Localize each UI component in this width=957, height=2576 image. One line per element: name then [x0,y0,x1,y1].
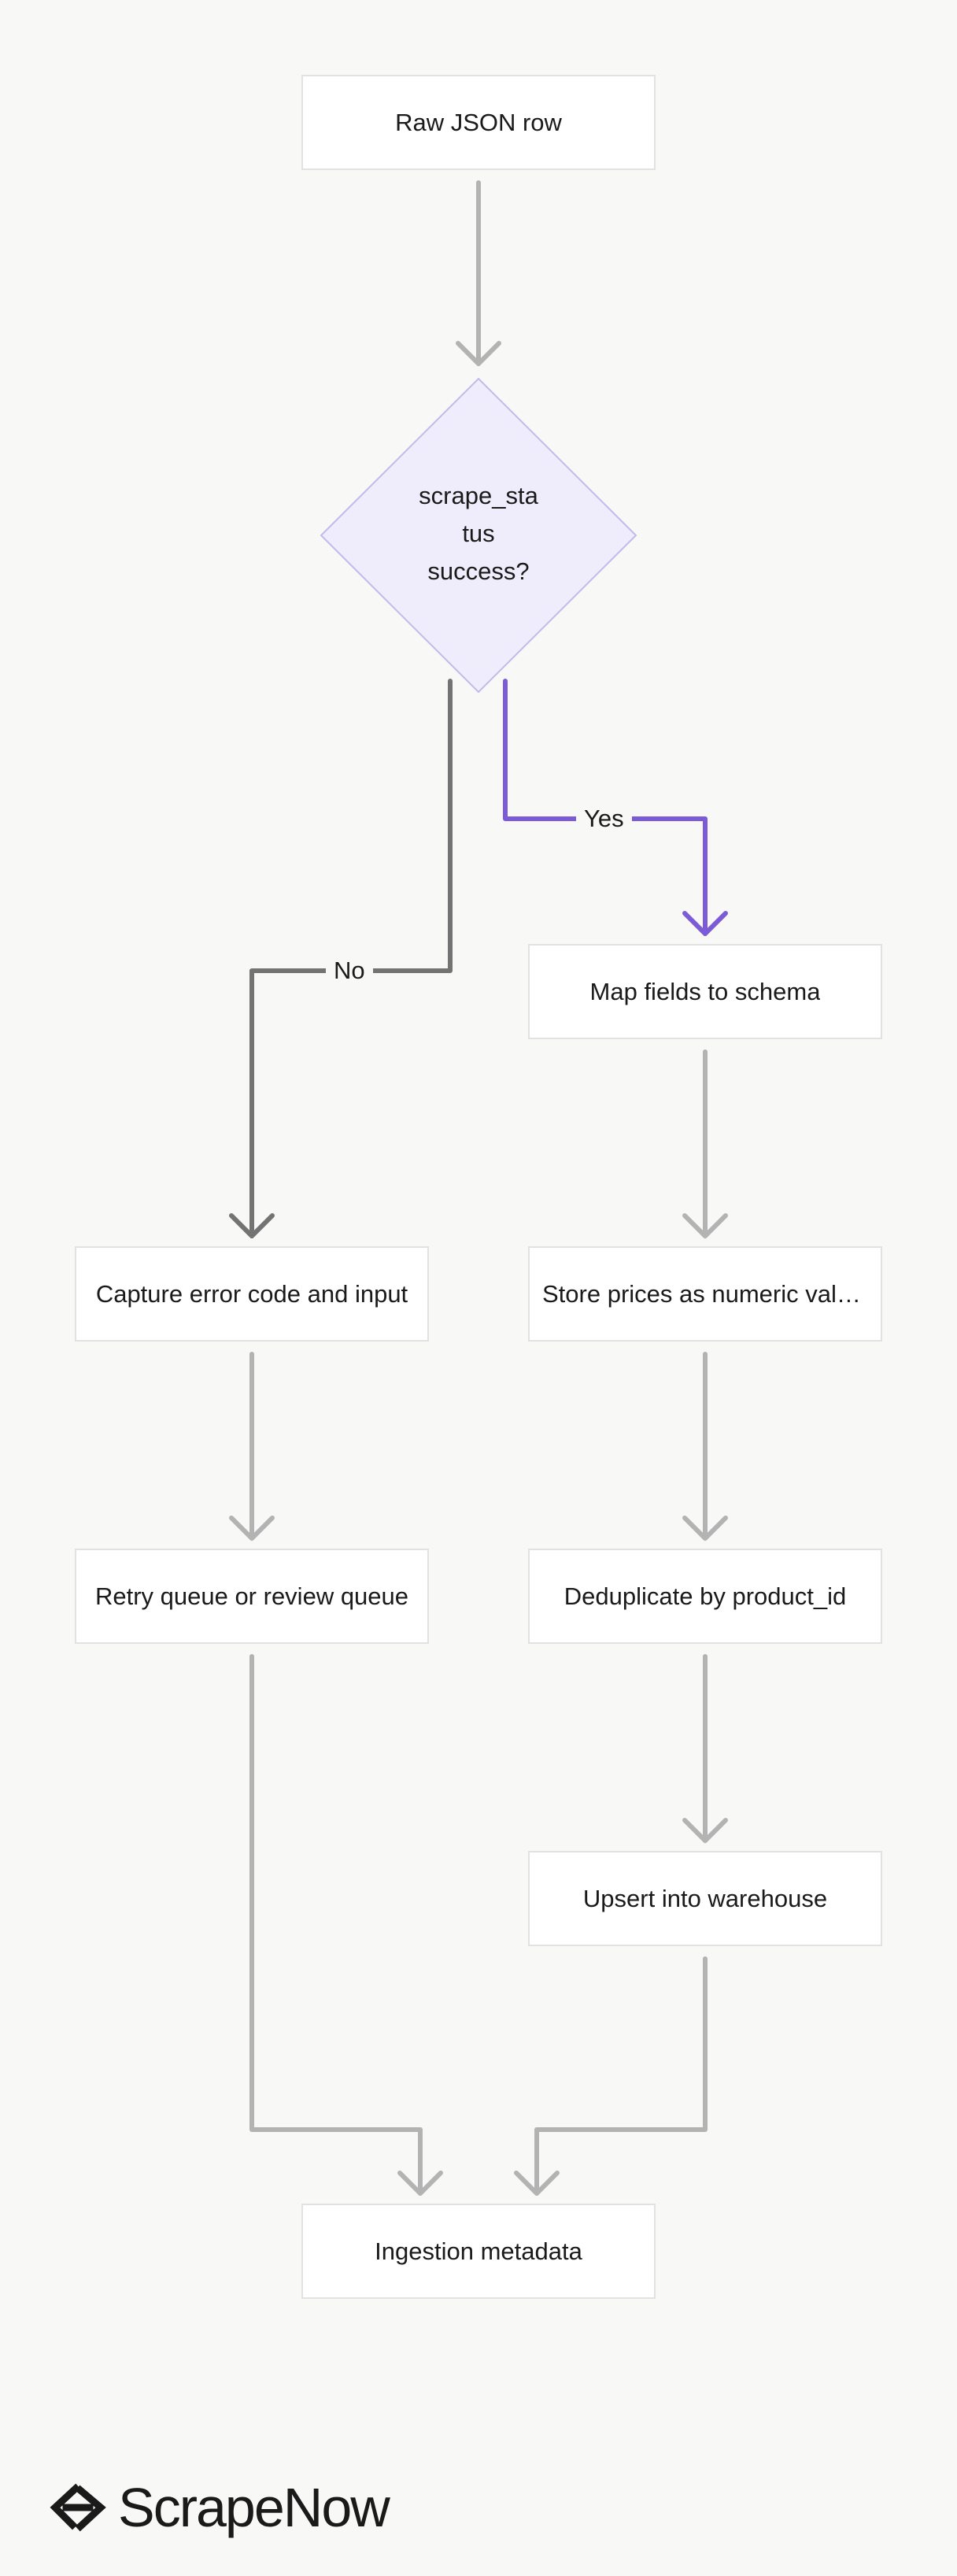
edge-start-to-decision [456,180,501,366]
node-map-fields: Map fields to schema [528,944,882,1039]
no-edge-label: No [326,955,373,986]
decision-line-2: tus [462,520,495,547]
node-upsert: Upsert into warehouse [528,1851,882,1946]
node-raw-json-row-label: Raw JSON row [395,108,562,136]
node-raw-json-row: Raw JSON row [301,75,656,170]
node-retry-queue: Retry queue or review queue [75,1549,429,1644]
edge-upsert-to-metadata [514,1956,708,2196]
edge-capture-to-retry [229,1352,275,1541]
node-deduplicate-label: Deduplicate by product_id [563,1582,847,1610]
brand-footer: ScrapeNow [49,2476,390,2539]
node-ingestion-metadata-label: Ingestion metadata [375,2237,582,2265]
node-deduplicate: Deduplicate by product_id [528,1549,882,1644]
scrapenow-logo-icon [50,2483,106,2532]
edge-dedupe-to-upsert [682,1654,728,1843]
edge-map-to-store [682,1049,728,1238]
node-capture-error-label: Capture error code and input [95,1279,408,1308]
node-store-prices-label: Store prices as numeric values [542,1279,868,1308]
edge-store-to-dedupe [682,1352,728,1541]
flowchart-canvas [229,180,728,2196]
decision-label: scrape_sta tus success? [384,477,573,590]
edge-retry-to-metadata [249,1654,443,2196]
decision-diamond [320,377,637,694]
node-upsert-label: Upsert into warehouse [582,1884,828,1912]
node-ingestion-metadata: Ingestion metadata [301,2204,656,2299]
decision-line-3: success? [427,557,530,585]
decision-line-1: scrape_sta [419,482,538,509]
brand-name: ScrapeNow [118,2477,390,2538]
node-retry-queue-label: Retry queue or review queue [94,1582,409,1610]
node-store-prices: Store prices as numeric values [528,1246,882,1342]
node-map-fields-label: Map fields to schema [589,977,821,1005]
node-capture-error: Capture error code and input [75,1246,429,1342]
yes-edge-label: Yes [576,803,632,835]
